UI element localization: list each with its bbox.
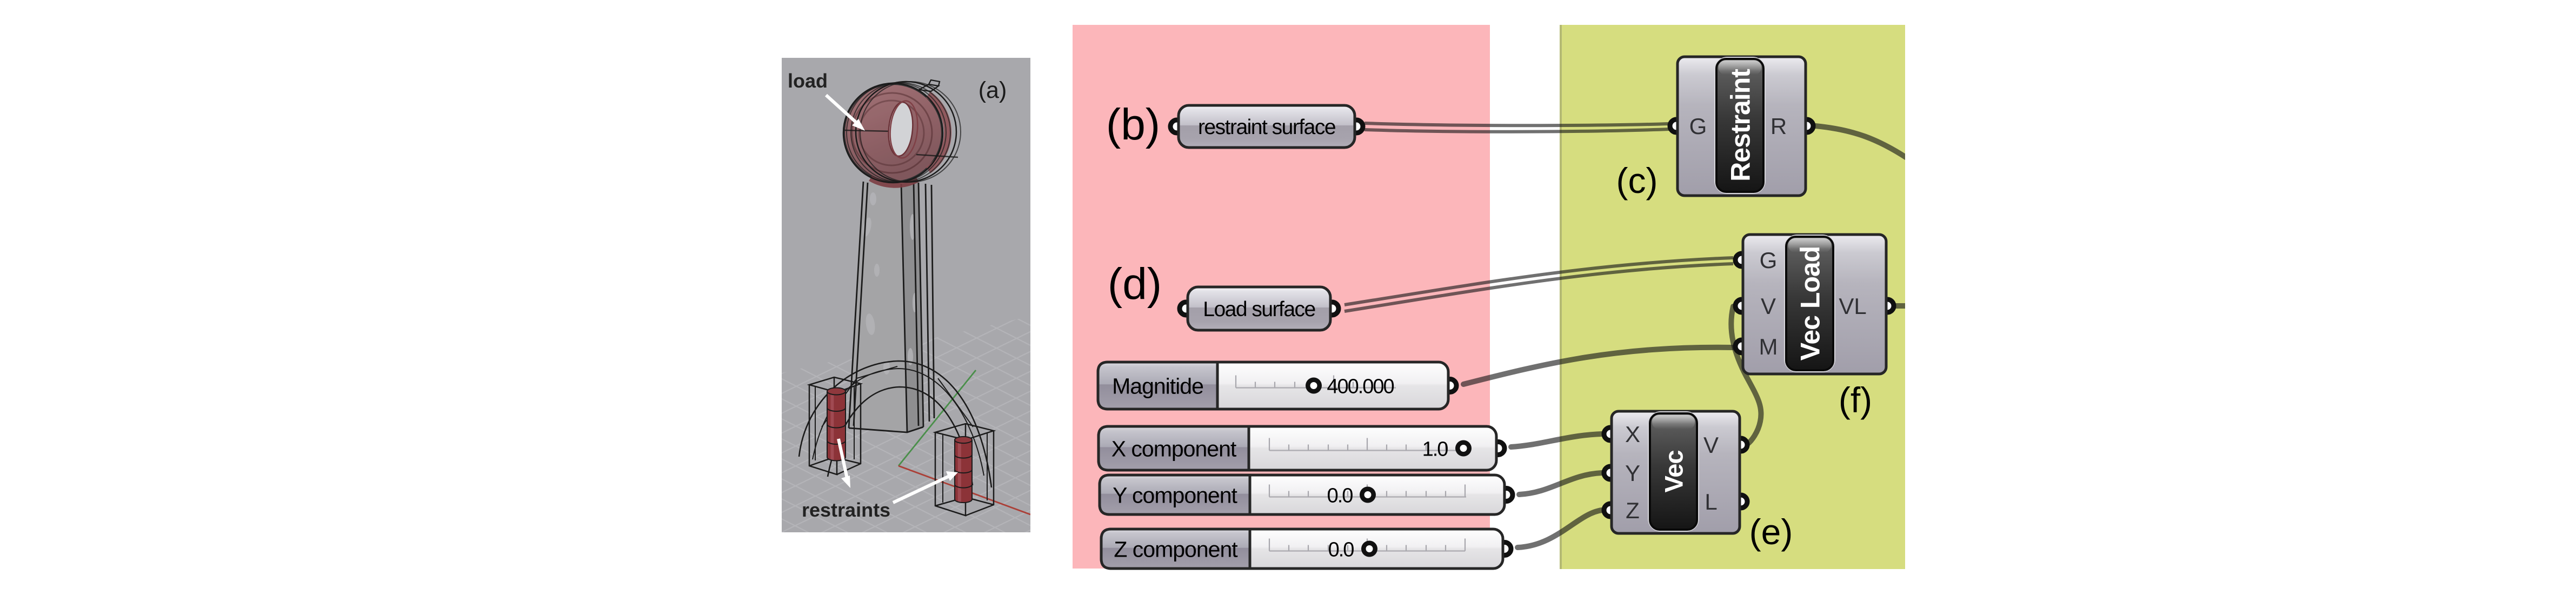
svg-text:restraints: restraints bbox=[802, 499, 890, 521]
svg-text:L: L bbox=[1705, 489, 1717, 514]
svg-text:restraint surface: restraint surface bbox=[1198, 116, 1335, 139]
svg-text:Z: Z bbox=[1626, 498, 1640, 523]
svg-text:(b): (b) bbox=[1106, 100, 1160, 149]
svg-text:G: G bbox=[1760, 248, 1778, 273]
svg-text:V: V bbox=[1761, 293, 1776, 319]
svg-text:VL: VL bbox=[1839, 293, 1866, 319]
svg-text:(c): (c) bbox=[1616, 161, 1658, 200]
svg-text:Magnitide: Magnitide bbox=[1112, 373, 1203, 398]
svg-text:(e): (e) bbox=[1749, 512, 1793, 552]
svg-text:1.0: 1.0 bbox=[1422, 438, 1448, 461]
svg-text:(a): (a) bbox=[979, 77, 1007, 103]
svg-text:Vec: Vec bbox=[1659, 450, 1688, 492]
svg-text:Load surface: Load surface bbox=[1203, 298, 1315, 321]
svg-text:(d): (d) bbox=[1108, 259, 1162, 309]
svg-text:Vec Load: Vec Load bbox=[1795, 246, 1826, 361]
svg-text:400.000: 400.000 bbox=[1327, 376, 1394, 398]
svg-text:load: load bbox=[788, 70, 828, 92]
svg-text:(f): (f) bbox=[1839, 380, 1872, 420]
svg-text:0.0: 0.0 bbox=[1327, 485, 1353, 507]
svg-text:Restraint: Restraint bbox=[1726, 69, 1756, 182]
svg-text:X: X bbox=[1625, 422, 1640, 447]
svg-text:Z component: Z component bbox=[1114, 537, 1238, 561]
svg-text:M: M bbox=[1759, 334, 1778, 359]
svg-text:G: G bbox=[1689, 113, 1707, 139]
svg-text:Y: Y bbox=[1625, 460, 1640, 486]
svg-text:X component: X component bbox=[1111, 436, 1237, 461]
svg-text:V: V bbox=[1703, 432, 1719, 458]
svg-text:Y component: Y component bbox=[1113, 483, 1237, 507]
svg-text:R: R bbox=[1770, 113, 1787, 139]
svg-text:0.0: 0.0 bbox=[1328, 539, 1354, 561]
